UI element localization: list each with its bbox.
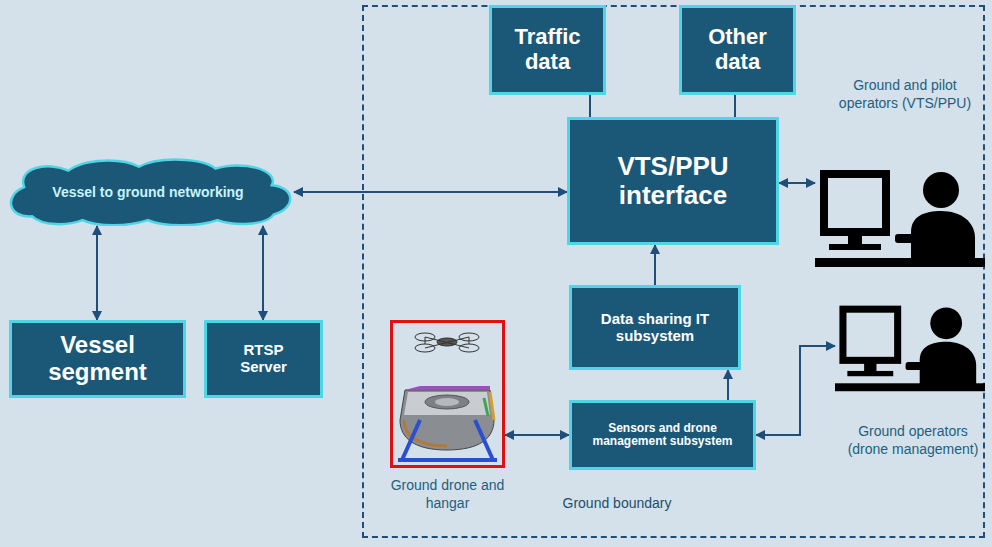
box-label: Other data: [688, 25, 787, 74]
box-label: VTS/PPU interface: [584, 152, 762, 210]
box-label: Traffic data: [498, 25, 597, 74]
connector: [756, 346, 835, 435]
hangar-label: Ground drone and hangar: [380, 476, 515, 512]
connector: [727, 370, 729, 400]
box-label: RTSP Server: [229, 342, 298, 376]
operator-icon: [815, 168, 985, 268]
operator-node: Ground operators (drone management): [835, 298, 985, 398]
connector: [505, 434, 569, 436]
region-label: Ground boundary: [552, 495, 682, 511]
connector: [96, 226, 98, 320]
operator-label: Ground and pilot operators (VTS/PPU): [830, 76, 980, 112]
box-label: Data sharing IT subsystem: [590, 311, 720, 345]
connector: [589, 95, 591, 117]
cloud-label: Vessel to ground networking: [52, 184, 243, 200]
drone-hangar-picture: [390, 320, 505, 468]
network-cloud: Vessel to ground networking: [2, 158, 294, 226]
box-label: Sensors and drone management subsystem: [586, 422, 739, 449]
data-box: Traffic data: [489, 5, 606, 95]
boundary-region: Ground boundary Traffic data Other dataVTS…: [362, 5, 985, 538]
process-box: Sensors and drone management subsystem: [569, 400, 756, 470]
operator-label: Ground operators (drone management): [847, 422, 979, 458]
connector: [294, 191, 567, 193]
data-box: Other data: [679, 5, 796, 95]
process-box: Data sharing IT subsystem: [569, 285, 741, 370]
connector: [779, 182, 815, 184]
connector: [262, 226, 264, 320]
box-label: Vessel segment: [18, 332, 177, 386]
operator-icon: [835, 298, 985, 398]
connector: [654, 245, 656, 285]
connector: [734, 95, 736, 117]
segment-box: Vessel segment: [9, 320, 186, 398]
interface-box: VTS/PPU interface: [567, 117, 779, 245]
operator-node: Ground and pilot operators (VTS/PPU): [815, 168, 985, 268]
server-box: RTSP Server: [204, 320, 323, 398]
hangar-node: Ground drone and hangar: [390, 320, 505, 468]
